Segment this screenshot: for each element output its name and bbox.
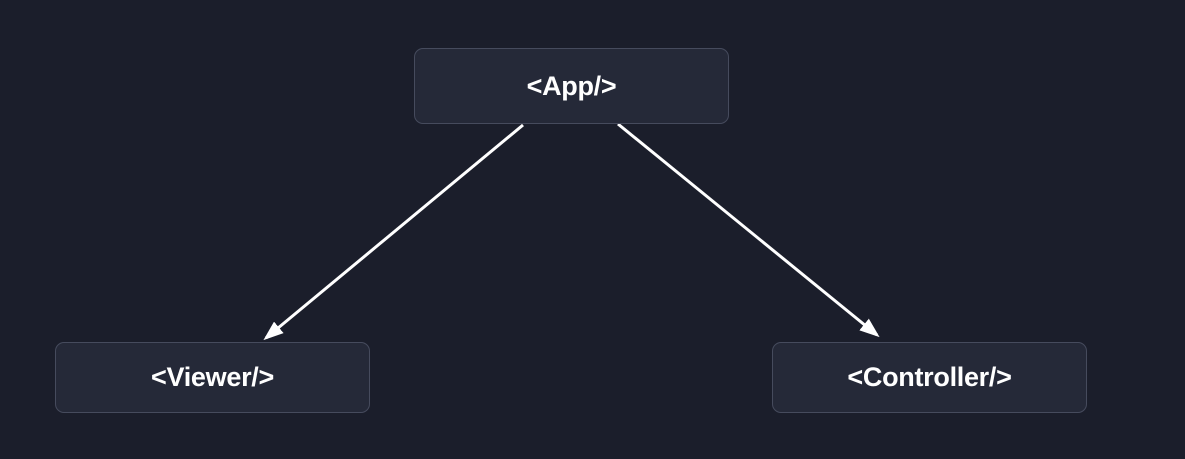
node-viewer[interactable]: <Viewer/> [55,342,370,413]
node-app-label: <App/> [526,70,617,101]
node-app[interactable]: <App/> [414,48,729,124]
edge-app-to-controller [617,122,880,338]
edge-app-to-viewer [263,123,524,341]
node-controller-label: <Controller/> [847,362,1012,392]
node-viewer-label: <Viewer/> [151,362,274,392]
node-controller[interactable]: <Controller/> [772,342,1087,413]
